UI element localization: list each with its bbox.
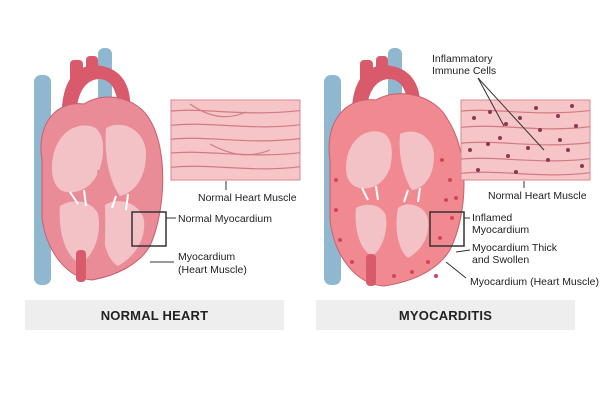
inflamed-label-line1: Inflamed [472,212,512,224]
immune-cells-label-line1: Inflammatory [432,53,493,65]
immune-cells-label-line2: Immune Cells [432,65,496,77]
inflamed-label-line2: Myocardium [472,224,529,236]
normal-heart-caption: NORMAL HEART [101,308,209,323]
myocarditis-caption-bar [316,300,575,330]
immune-cells-leader-2 [477,77,545,151]
myocarditis-panel: Inflammatory Immune Cells Normal Heart M… [316,48,599,330]
normal-wall-label-line2: (Heart Muscle) [178,264,247,276]
myocarditis-wall-leader [445,261,467,279]
normal-muscle-tissue-inset [170,99,301,181]
inflamed-myocardium-callout-box [429,211,465,247]
thick-swollen-leader [455,249,471,253]
normal-caption-bar [25,300,284,330]
normal-myocardium-label: Normal Myocardium [178,213,272,225]
myocarditis-wall-label: Myocardium (Heart Muscle) [470,276,599,288]
normal-tissue-label: Normal Heart Muscle [198,192,297,204]
myocarditis-tissue-label: Normal Heart Muscle [488,190,587,202]
myocarditis-caption: MYOCARDITIS [399,308,492,323]
immune-cells-leader-1 [477,77,505,127]
myocarditis-heart-illustration [324,48,465,287]
thick-swollen-label-line2: and Swollen [472,254,529,266]
inflamed-muscle-tissue-inset [460,99,591,181]
thick-swollen-label-line1: Myocardium Thick [472,242,558,254]
normal-wall-label-line1: Myocardium [178,251,235,263]
normal-myocardium-callout-box [131,211,167,247]
normal-heart-illustration [34,48,164,285]
normal-heart-panel: Normal Heart Muscle Normal Myocardium My… [25,48,301,330]
